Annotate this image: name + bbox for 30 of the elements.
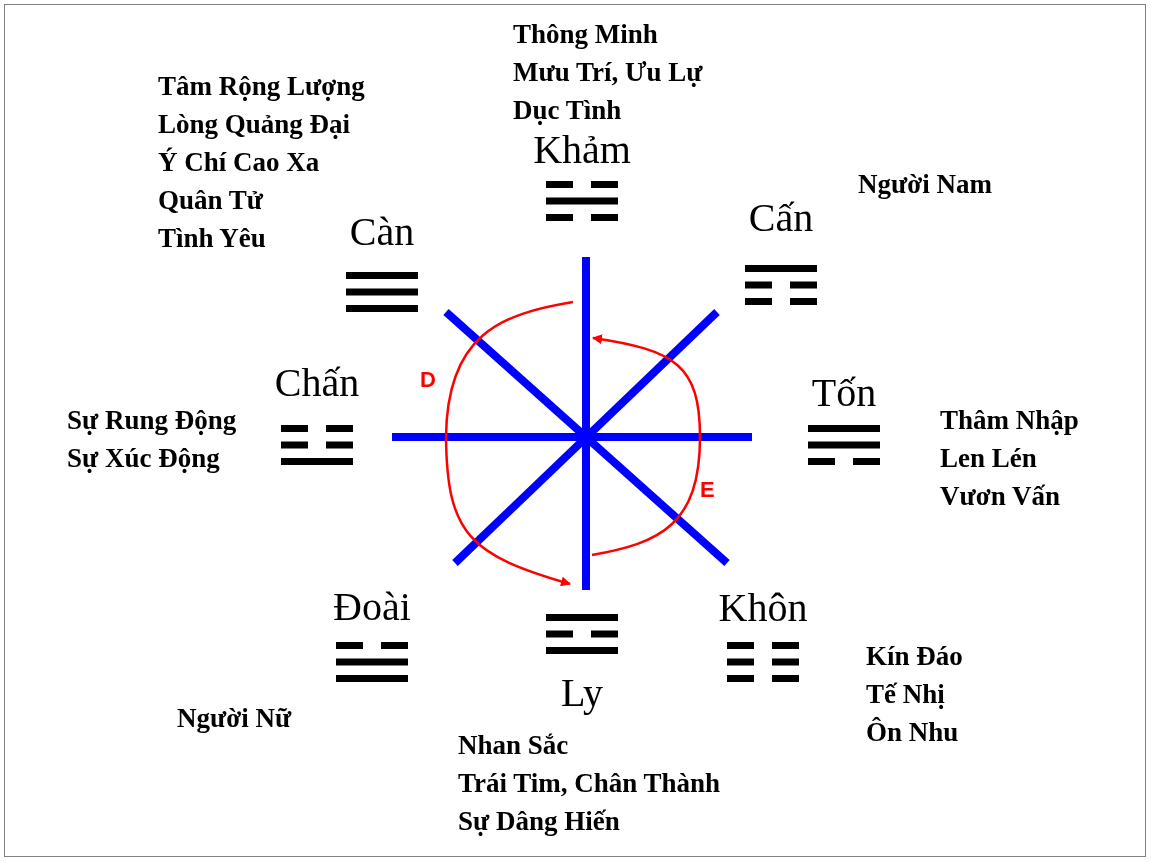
description-text: Trái Tim, Chân Thành — [458, 767, 721, 800]
description-text: Quân Tử — [158, 184, 265, 217]
description-text: Người Nữ — [177, 702, 292, 735]
trigram-name: Đoài — [333, 585, 411, 629]
trigram-name: Ly — [560, 671, 604, 715]
description-text: Lòng Quảng Đại — [158, 108, 352, 141]
arrow-label: E — [700, 478, 715, 502]
description-text: Mưu Trí, Ưu Lự — [513, 56, 703, 89]
trigram-name: Khảm — [533, 128, 631, 172]
arrow-label: D — [420, 368, 436, 392]
trigram-name: Càn — [349, 210, 415, 254]
description-text: Dục Tình — [513, 94, 623, 127]
description-text: Tâm Rộng Lượng — [158, 70, 365, 103]
description-text: Thông Minh — [513, 18, 659, 51]
description-text: Len Lén — [940, 442, 1038, 475]
description-text: Thâm Nhập — [940, 404, 1079, 437]
description-text: Người Nam — [858, 168, 992, 201]
description-text: Kín Đáo — [866, 640, 963, 673]
trigram-name: Khôn — [718, 586, 808, 630]
description-text: Nhan Sắc — [458, 729, 570, 762]
description-text: Sự Xúc Động — [67, 442, 221, 475]
description-text: Sự Rung Động — [67, 404, 237, 437]
trigram-name: Chấn — [274, 361, 360, 405]
description-text: Sự Dâng Hiến — [458, 805, 621, 838]
trigram-name: Tốn — [811, 371, 877, 415]
description-text: Ý Chí Cao Xa — [158, 146, 321, 179]
description-text: Vươn Vấn — [940, 480, 1061, 513]
trigram-name: Cấn — [748, 196, 814, 240]
description-text: Ôn Nhu — [866, 716, 960, 749]
description-text: Tế Nhị — [866, 678, 946, 711]
